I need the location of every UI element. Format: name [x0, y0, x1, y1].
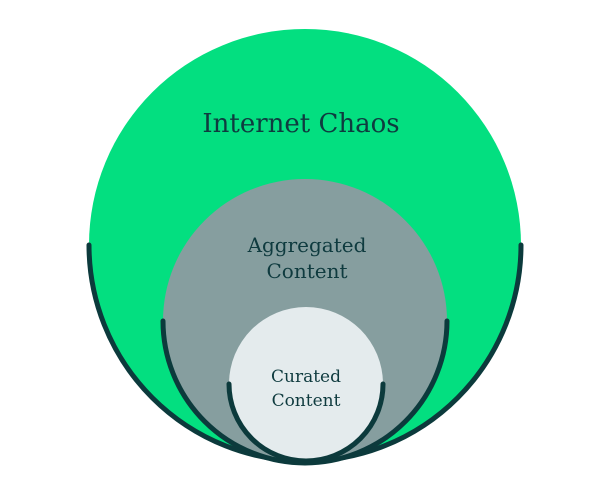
outer-circle-label: Internet Chaos: [202, 109, 399, 139]
inner-circle: [229, 307, 383, 461]
middle-circle-label-line2: Content: [266, 259, 347, 283]
inner-circle-group: [226, 307, 386, 464]
inner-circle-label-line2: Content: [272, 391, 341, 411]
inner-circle-label-line1: Curated: [271, 367, 341, 387]
inner-circle-rim: [226, 381, 386, 464]
middle-circle-label-line1: Aggregated: [247, 233, 367, 257]
